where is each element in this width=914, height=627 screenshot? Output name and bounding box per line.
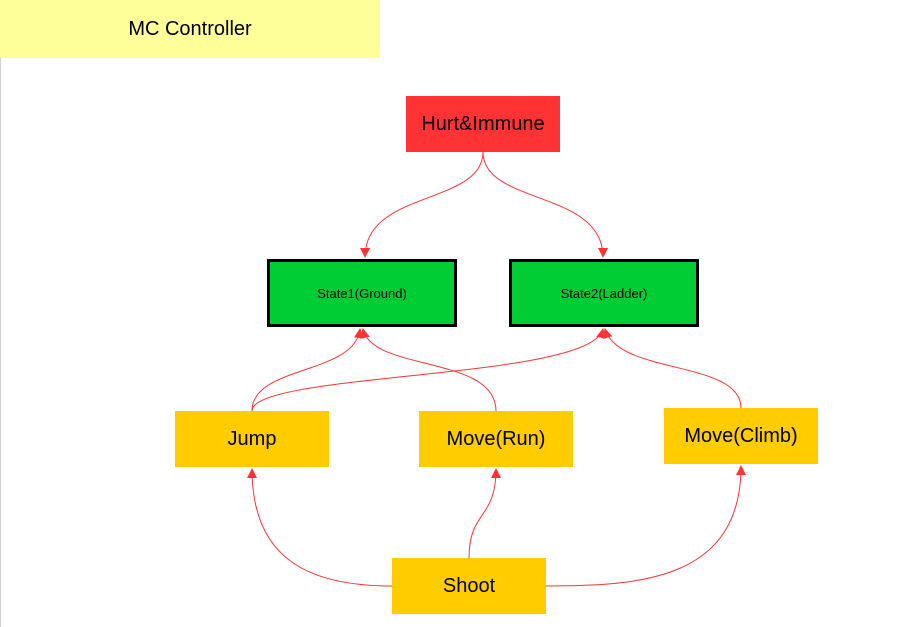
edge-hurt-to-state1 — [360, 151, 484, 258]
node-state1-ground[interactable]: State1(Ground) — [267, 259, 457, 327]
node-state2-ladder[interactable]: State2(Ladder) — [509, 259, 699, 327]
edge-run-to-state1 — [359, 328, 497, 412]
edge-climb-to-state2 — [602, 328, 742, 409]
left-border-line — [0, 58, 1, 627]
node-move-climb-label: Move(Climb) — [684, 424, 798, 447]
edge-hurt-to-state2 — [482, 151, 608, 258]
node-shoot-label: Shoot — [442, 574, 496, 597]
node-jump[interactable]: Jump — [175, 411, 329, 467]
edge-shoot-to-jump — [247, 468, 393, 587]
node-state2-ladder-label: State2(Ladder) — [560, 285, 648, 301]
edge-jump-to-state2 — [251, 328, 606, 412]
diagram-title: MC Controller — [0, 0, 380, 58]
edge-shoot-to-climb — [545, 465, 746, 587]
node-hurt-immune[interactable]: Hurt&Immune — [406, 96, 560, 152]
node-move-climb[interactable]: Move(Climb) — [664, 408, 818, 464]
node-state1-ground-label: State1(Ground) — [317, 285, 407, 301]
node-hurt-immune-label: Hurt&Immune — [421, 112, 545, 135]
node-move-run-label: Move(Run) — [446, 427, 546, 450]
edge-shoot-to-run — [468, 468, 501, 559]
node-move-run[interactable]: Move(Run) — [419, 411, 573, 467]
node-shoot[interactable]: Shoot — [392, 558, 546, 614]
node-jump-label: Jump — [227, 427, 277, 450]
edge-jump-to-state1 — [251, 328, 364, 412]
